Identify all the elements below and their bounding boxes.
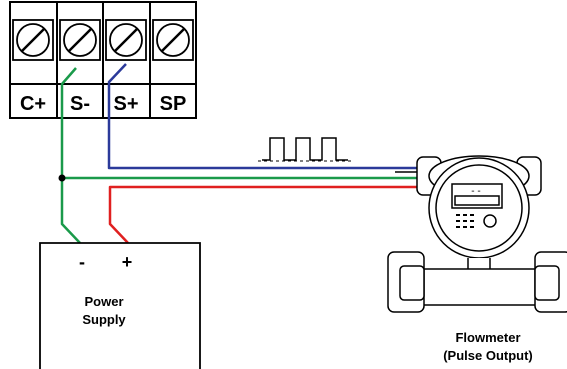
square-wave-pulse-icon: [262, 137, 348, 161]
power-supply-neg-label: -: [79, 252, 85, 272]
flowmeter: [387, 155, 567, 313]
terminal-label-sp: SP: [160, 93, 187, 115]
flowmeter-title-2: (Pulse Output): [443, 348, 533, 363]
flowmeter-left-flange-inner: [399, 265, 425, 301]
flowmeter-title-1: Flowmeter: [455, 330, 520, 345]
junction-dot: [58, 174, 66, 182]
screw-s-minus-icon: [59, 19, 101, 61]
flowmeter-display-window: [454, 195, 500, 206]
terminal-label-s-plus: S+: [113, 93, 138, 115]
wire-signal-minus: [60, 67, 428, 244]
flowmeter-knob-icon: [483, 214, 497, 228]
wire-signal-plus: [107, 63, 428, 170]
power-supply-title-2: Supply: [82, 312, 126, 327]
terminal-label-s-minus: S-: [70, 93, 90, 115]
flowmeter-display-text: - -: [471, 186, 480, 197]
power-supply-pos-label: +: [122, 252, 133, 272]
screw-sp-icon: [152, 19, 194, 61]
flowmeter-pipe: [420, 268, 540, 306]
power-supply: [39, 242, 201, 369]
keypad-icon: [456, 214, 474, 228]
screw-s-plus-icon: [105, 19, 147, 61]
wire-power-plus: [108, 185, 428, 244]
screw-c-plus-icon: [12, 19, 54, 61]
power-supply-title-1: Power: [84, 294, 123, 309]
terminal-label-c-plus: C+: [20, 93, 46, 115]
flowmeter-right-flange-inner: [534, 265, 560, 301]
